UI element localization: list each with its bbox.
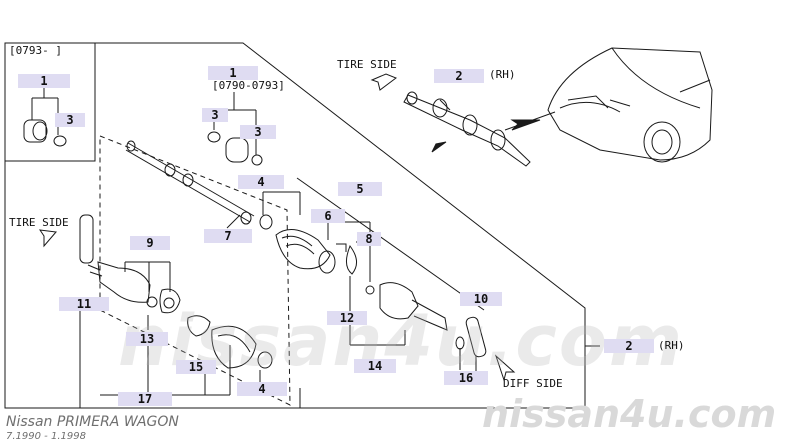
diff-joint-housing [379,282,419,320]
tire-side-label-left: TIRE SIDE [9,216,69,229]
callout-7[interactable]: 7 [204,229,252,243]
car-body [547,47,713,161]
boot-inner [211,325,257,369]
inset-bushing [23,119,47,143]
caption-years: 7.1990 - 1.1998 [6,431,86,442]
tire-side-pin [79,214,94,264]
damper-sleeve [225,137,249,163]
callout-3b[interactable]: 3 [240,125,276,139]
callout-2-right[interactable]: 2 [604,339,654,353]
boot-outer [275,229,331,270]
callout-8[interactable]: 8 [357,232,381,246]
tire-side-arrow-top [370,73,398,91]
callout-11[interactable]: 11 [59,297,109,311]
rh-label-top: (RH) [489,68,516,81]
callout-9[interactable]: 9 [130,236,170,250]
watermark-bottom-right: nissan4u.com [482,392,777,436]
callout-15[interactable]: 15 [176,360,216,374]
callout-13[interactable]: 13 [126,332,168,346]
group1-range: [0790-0793] [212,79,285,92]
inset-box [4,42,96,162]
callout-inset-1[interactable]: 1 [18,74,70,88]
pointer-arrow [510,119,541,131]
callout-4-upper[interactable]: 4 [238,175,284,189]
callout-16[interactable]: 16 [444,371,488,385]
diff-side-pin [465,316,487,358]
callout-10[interactable]: 10 [460,292,502,306]
pointer-arrow-2 [431,141,447,153]
shaft-small [403,94,531,167]
outer-joint [97,261,151,303]
callout-3a[interactable]: 3 [202,108,228,122]
diff-side-arrow [494,354,516,382]
tire-side-arrow-left [38,229,57,248]
inset-date-bracket: [0793- ] [9,44,62,57]
caption-model: Nissan PRIMERA WAGON [6,414,179,430]
diff-side-label: DIFF SIDE [503,377,563,390]
inset-ring [53,135,67,147]
snap-ring-right [365,285,375,295]
callout-5[interactable]: 5 [338,182,382,196]
tire-side-label-top: TIRE SIDE [337,58,397,71]
rh-label-right: (RH) [658,339,685,352]
callout-6[interactable]: 6 [311,209,345,223]
callout-12[interactable]: 12 [327,311,367,325]
callout-14[interactable]: 14 [354,359,396,373]
callout-1[interactable]: 1 [208,66,258,80]
main-frame [4,42,586,409]
callout-17[interactable]: 17 [118,392,172,406]
assembly-outline [99,135,291,406]
callout-2-top[interactable]: 2 [434,69,484,83]
callout-4-lower[interactable]: 4 [237,382,287,396]
callout-inset-3[interactable]: 3 [55,113,85,127]
